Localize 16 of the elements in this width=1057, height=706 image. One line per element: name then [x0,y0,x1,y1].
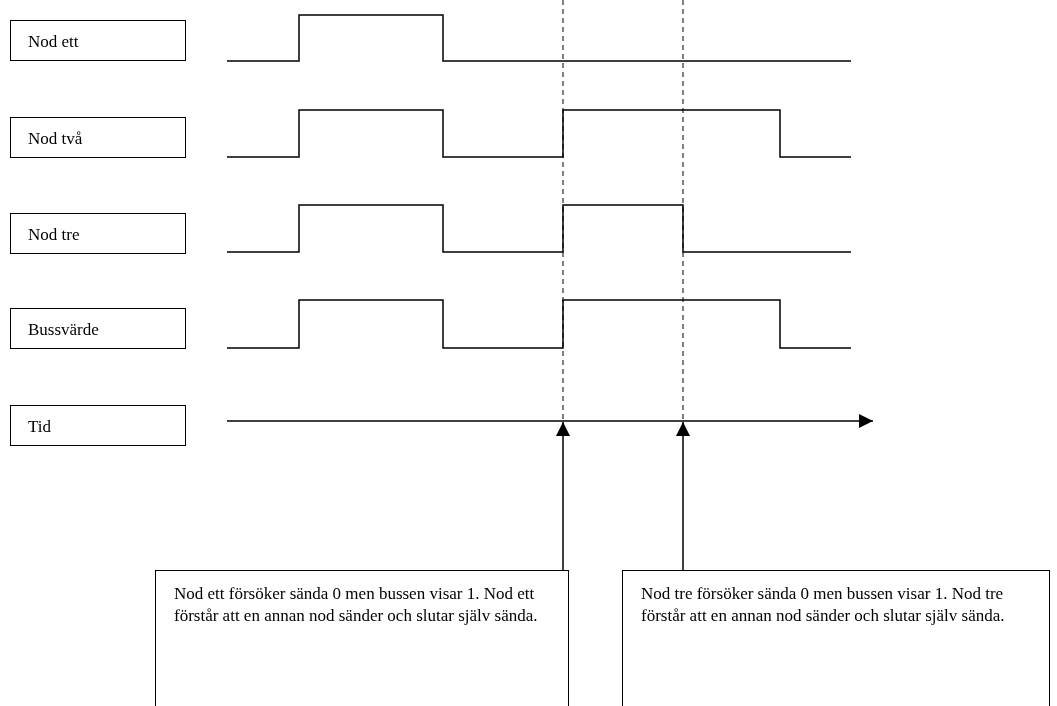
signal-name: Bussvärde [28,319,100,341]
signal-name: Nod tre [28,224,81,246]
callout-text: Nod tre försöker sända 0 men bussen visar 1. Nod tre förstår att en annan nod sänder och slutar själv sända. [641,583,1006,627]
callout-box [622,570,1050,706]
leader-arrow [676,421,690,571]
signal-name: Tid [28,416,52,438]
signal-label-box [10,405,186,446]
callout-text: Nod ett försöker sända 0 men bussen visar 1. Nod ett förstår att en annan nod sänder och slutar själv sända. [174,583,539,627]
signal-label-box [10,308,186,349]
signal-label-box [10,117,186,158]
signal-label-box [10,213,186,254]
leader-arrow [556,421,570,571]
signal-name: Nod ett [28,31,80,53]
callout-box [155,570,569,706]
signal-label-box [10,20,186,61]
signal-name: Nod två [28,128,84,150]
